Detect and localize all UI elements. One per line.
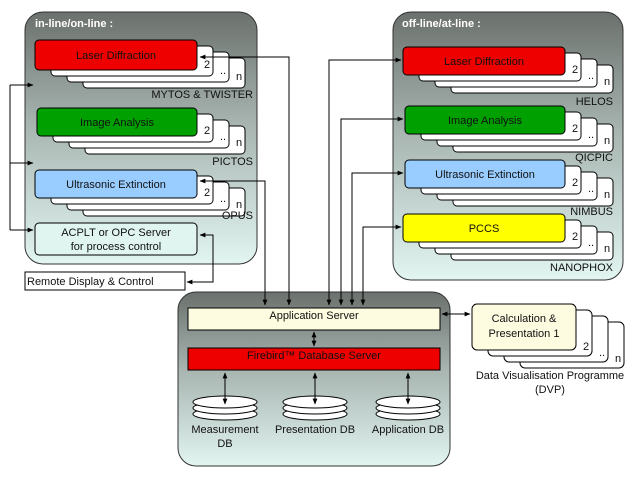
stack-page-label: n xyxy=(236,71,242,83)
offline-instrument-label: Image Analysis xyxy=(448,115,522,127)
stack-page-label: .. xyxy=(588,70,594,82)
product-name: MYTOS & TWISTER xyxy=(151,89,253,101)
application-server[interactable] xyxy=(187,307,441,331)
stack-page-label: 2 xyxy=(572,231,578,243)
stack-page-label: .. xyxy=(588,129,594,141)
connector xyxy=(338,116,404,306)
stack-page-label: .. xyxy=(220,131,226,143)
dvp-caption: (DVP) xyxy=(535,384,565,396)
product-name: PICTOS xyxy=(212,156,253,168)
database-server[interactable] xyxy=(187,347,441,371)
database-label: Measurement xyxy=(191,424,258,436)
offline-instrument-label: PCCS xyxy=(469,223,500,235)
connector xyxy=(349,170,404,306)
product-name: NANOPHOX xyxy=(550,262,614,274)
application-server-label: Application Server xyxy=(269,310,359,322)
remote-display-label: Remote Display & Control xyxy=(27,276,154,288)
product-name: HELOS xyxy=(576,96,613,108)
database-label: Presentation DB xyxy=(275,424,355,436)
online-instrument[interactable] xyxy=(36,107,198,137)
remote-display-box[interactable] xyxy=(24,271,186,291)
online-title: in-line/on-line : xyxy=(35,18,113,30)
connector xyxy=(199,178,268,306)
dvp-caption: Data Visualisation Programme xyxy=(476,370,624,382)
online-instrument-label: Ultrasonic Extinction xyxy=(66,179,166,191)
offline-title: off-line/at-line : xyxy=(402,18,481,30)
stack-page-label: .. xyxy=(599,347,605,359)
product-name: OPUS xyxy=(222,210,253,222)
dvp-calculation[interactable] xyxy=(471,303,577,351)
stack-page-label: n xyxy=(604,135,610,147)
database-label: Application DB xyxy=(372,424,444,436)
product-name: QICPIC xyxy=(575,152,613,164)
stack-page-label: 2 xyxy=(572,177,578,189)
online-instrument-label: Laser Diffraction xyxy=(76,50,156,62)
stack-page-label: 2 xyxy=(583,341,589,353)
stack-page-label: 2 xyxy=(204,59,210,71)
stack-page-label: .. xyxy=(220,65,226,77)
stack-page-label: 2 xyxy=(204,187,210,199)
offline-instrument[interactable] xyxy=(402,46,566,76)
stack-page-label: n xyxy=(604,243,610,255)
offline-instrument-label: Ultrasonic Extinction xyxy=(435,169,535,181)
online-instrument[interactable] xyxy=(34,39,198,71)
stack-page-label: .. xyxy=(220,193,226,205)
stack-page-label: .. xyxy=(588,183,594,195)
stack-page-label: 2 xyxy=(572,123,578,135)
stack-page-label: n xyxy=(615,353,621,365)
connector xyxy=(360,224,402,306)
offline-instrument[interactable] xyxy=(404,159,566,189)
database-server-label: Firebird™ Database Server xyxy=(247,350,381,362)
dvp-label: Calculation & xyxy=(492,313,557,325)
database-label: DB xyxy=(217,438,232,450)
server-line1: ACPLT or OPC Server xyxy=(61,227,171,239)
online-instrument-label: Image Analysis xyxy=(80,117,154,129)
offline-instrument[interactable] xyxy=(404,105,566,135)
stack-page-label: n xyxy=(236,137,242,149)
online-instrument[interactable] xyxy=(34,169,198,199)
stack-page-label: n xyxy=(604,189,610,201)
server-line2: for process control xyxy=(71,241,161,253)
connector xyxy=(186,232,214,285)
offline-instrument-label: Laser Diffraction xyxy=(444,56,524,68)
product-name: NIMBUS xyxy=(570,206,613,218)
connector xyxy=(199,54,292,306)
stack-page-label: n xyxy=(604,76,610,88)
stack-page-label: .. xyxy=(588,237,594,249)
stack-page-label: 2 xyxy=(572,64,578,76)
stack-page-label: 2 xyxy=(204,125,210,137)
connector xyxy=(326,57,402,306)
dvp-label: Presentation 1 xyxy=(489,328,560,340)
